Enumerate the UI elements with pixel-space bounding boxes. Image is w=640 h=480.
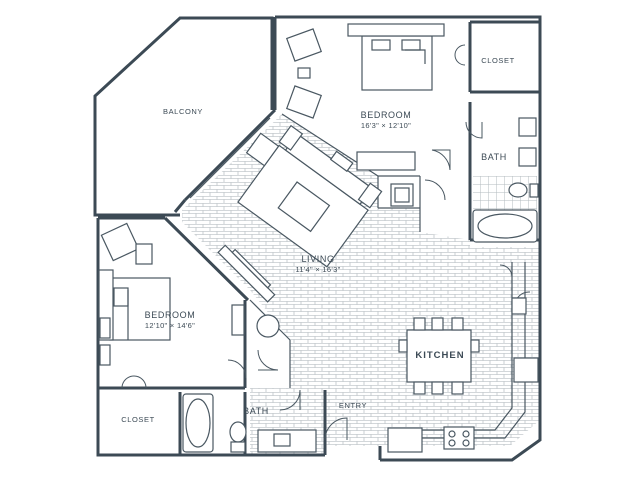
bedroom-1-label: BEDROOM <box>361 110 412 120</box>
doors <box>121 44 531 441</box>
bath-floor-tile <box>473 176 537 210</box>
washer-dryer <box>390 183 414 207</box>
bedroom-2-label: BEDROOM <box>145 310 196 320</box>
bedroom-2-size: 12'10" × 14'6" <box>145 321 195 330</box>
closet-1-label: CLOSET <box>481 56 515 65</box>
master-bedroom-furniture <box>285 23 445 171</box>
bedroom-2-furniture <box>98 222 280 366</box>
master-bath-fixtures <box>472 117 539 243</box>
walls <box>93 15 542 462</box>
entry-label: ENTRY <box>339 401 367 410</box>
tv-console <box>217 244 276 303</box>
living-label: LIVING <box>301 254 334 264</box>
bath-2-label: BATH <box>243 406 269 416</box>
closet-2-label: CLOSET <box>121 415 155 424</box>
room-labels: BALCONY BEDROOM 16'3" × 12'10" CLOSET BA… <box>121 56 515 424</box>
bedroom-1-size: 16'3" × 12'10" <box>361 121 411 130</box>
living-size: 11'4" × 16'3" <box>295 265 340 274</box>
balcony-label: BALCONY <box>163 107 203 116</box>
kitchen-fixtures <box>387 297 539 453</box>
bath-2-fixtures <box>182 393 317 453</box>
bath-1-label: BATH <box>481 152 507 162</box>
kitchen-label: KITCHEN <box>415 350 464 361</box>
living-furniture <box>237 124 383 268</box>
